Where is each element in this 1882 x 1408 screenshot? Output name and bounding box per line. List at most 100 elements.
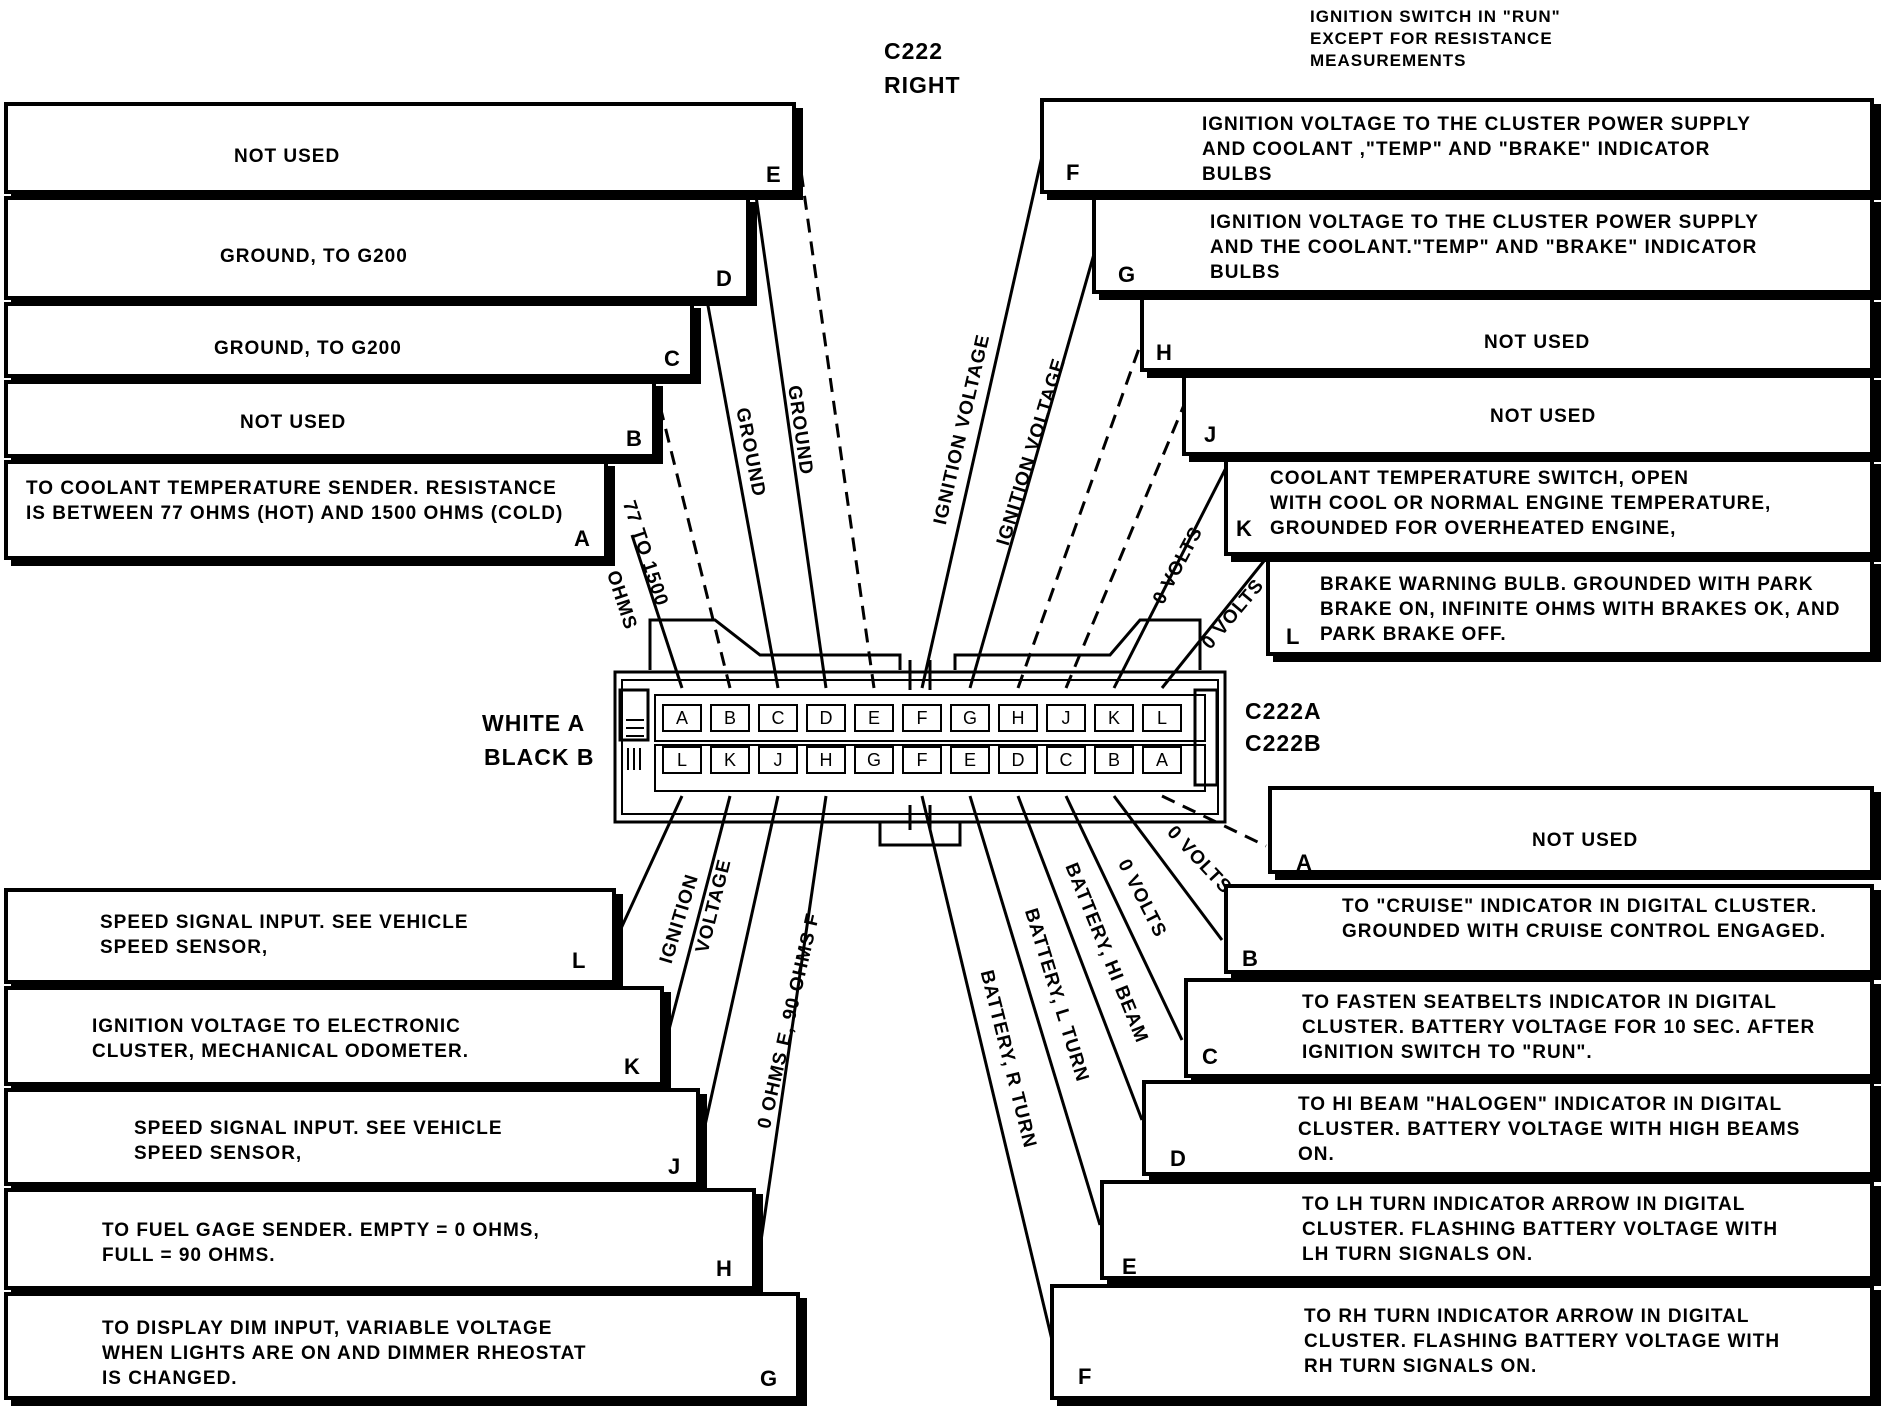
callout-a-pin-b: NOT USED B: [4, 380, 656, 458]
callout-text: BRAKE WARNING BULB. GROUNDED WITH PARK B…: [1320, 574, 1841, 645]
row-b-cavity: H: [806, 746, 846, 774]
row-b-cavity: E: [950, 746, 990, 774]
row-a-cavity: F: [902, 704, 942, 732]
pin-letter: L: [1286, 624, 1300, 649]
wires-top-dashed: [658, 163, 1186, 689]
pin-letter: K: [624, 1054, 640, 1079]
row-a-cavity: A: [662, 704, 702, 732]
row-b-cavity: D: [998, 746, 1038, 774]
wires-bottom-dashed: [1161, 794, 1267, 848]
row-b-cavity: L: [662, 746, 702, 774]
callout-a-pin-a: TO COOLANT TEMPERATURE SENDER. RESISTANC…: [4, 460, 608, 560]
row-a-cavity: B: [710, 704, 750, 732]
row-a-cavity: G: [950, 704, 990, 732]
callout-text: SPEED SIGNAL INPUT. SEE VEHICLE SPEED SE…: [100, 912, 469, 958]
pin-letter: A: [574, 526, 590, 551]
row-a-cavity: C: [758, 704, 798, 732]
row-a-cavity: J: [1046, 704, 1086, 732]
callout-b-pin-l: SPEED SIGNAL INPUT. SEE VEHICLE SPEED SE…: [4, 888, 616, 984]
connector-side: RIGHT: [884, 72, 961, 98]
note-line-1: IGNITION SWITCH IN "RUN": [1310, 7, 1561, 26]
note-line-2: EXCEPT FOR RESISTANCE: [1310, 29, 1553, 48]
pin-letter: B: [1242, 946, 1258, 971]
connector-name: C222: [884, 38, 943, 64]
pin-letter: B: [626, 426, 642, 451]
callout-a-pin-l: BRAKE WARNING BULB. GROUNDED WITH PARK B…: [1266, 558, 1874, 656]
callout-text: TO COOLANT TEMPERATURE SENDER. RESISTANC…: [26, 478, 564, 524]
connector-body: [613, 618, 1227, 847]
row-b-cavity: A: [1142, 746, 1182, 774]
pin-letter: G: [760, 1366, 778, 1391]
row-a-cavity: D: [806, 704, 846, 732]
callout-a-pin-h: NOT USED H: [1140, 296, 1874, 372]
callout-a-pin-j: NOT USED J: [1182, 374, 1874, 456]
pin-letter: J: [668, 1154, 681, 1179]
callout-b-pin-b: TO "CRUISE" INDICATOR IN DIGITAL CLUSTER…: [1224, 884, 1874, 974]
pin-letter: A: [1296, 850, 1312, 875]
callout-b-pin-d: TO HI BEAM "HALOGEN" INDICATOR IN DIGITA…: [1142, 1080, 1874, 1176]
connector-id-a: C222A: [1245, 698, 1322, 724]
pin-letter: F: [1066, 160, 1080, 185]
callout-text: IGNITION VOLTAGE TO THE CLUSTER POWER SU…: [1202, 114, 1751, 185]
callout-text: TO HI BEAM "HALOGEN" INDICATOR IN DIGITA…: [1298, 1094, 1801, 1165]
row-b-cavity: J: [758, 746, 798, 774]
callout-b-pin-c: TO FASTEN SEATBELTS INDICATOR IN DIGITAL…: [1184, 978, 1874, 1078]
callout-b-pin-k: IGNITION VOLTAGE TO ELECTRONIC CLUSTER, …: [4, 986, 664, 1086]
callout-a-pin-k: COOLANT TEMPERATURE SWITCH, OPEN WITH CO…: [1224, 458, 1874, 556]
row-a-cavity: L: [1142, 704, 1182, 732]
callout-b-pin-f: TO RH TURN INDICATOR ARROW IN DIGITAL CL…: [1050, 1284, 1874, 1400]
callout-text: NOT USED: [240, 412, 347, 433]
white-a-label: WHITE A: [482, 710, 586, 736]
note-line-3: MEASUREMENTS: [1310, 51, 1467, 70]
row-b-cavity: B: [1094, 746, 1134, 774]
pin-letter: H: [1156, 340, 1172, 365]
row-a-cavity: H: [998, 704, 1038, 732]
callout-text: TO "CRUISE" INDICATOR IN DIGITAL CLUSTER…: [1342, 896, 1827, 942]
callout-text: IGNITION VOLTAGE TO THE CLUSTER POWER SU…: [1210, 212, 1759, 283]
callout-text: GROUND, TO G200: [220, 246, 408, 267]
callout-text: COOLANT TEMPERATURE SWITCH, OPEN WITH CO…: [1270, 468, 1772, 539]
callout-a-pin-c: GROUND, TO G200 C: [4, 302, 694, 378]
callout-b-pin-g: TO DISPLAY DIM INPUT, VARIABLE VOLTAGE W…: [4, 1292, 800, 1400]
pin-letter: H: [716, 1256, 732, 1281]
callout-b-pin-j: SPEED SIGNAL INPUT. SEE VEHICLE SPEED SE…: [4, 1088, 700, 1186]
pin-letter: J: [1204, 422, 1217, 447]
pin-letter: C: [664, 346, 680, 371]
row-a-cavity: E: [854, 704, 894, 732]
callout-text: TO FUEL GAGE SENDER. EMPTY = 0 OHMS, FUL…: [102, 1220, 540, 1266]
callout-text: TO DISPLAY DIM INPUT, VARIABLE VOLTAGE W…: [102, 1318, 587, 1389]
callout-text: TO RH TURN INDICATOR ARROW IN DIGITAL CL…: [1304, 1306, 1781, 1377]
pin-letter: D: [1170, 1146, 1186, 1171]
pin-letter: C: [1202, 1044, 1218, 1069]
callout-text: SPEED SIGNAL INPUT. SEE VEHICLE SPEED SE…: [134, 1118, 503, 1164]
pin-letter: E: [766, 162, 781, 187]
callout-text: NOT USED: [1484, 332, 1591, 353]
pin-letter: E: [1122, 1254, 1137, 1279]
wires-top-solid: [630, 151, 1270, 689]
callout-b-pin-e: TO LH TURN INDICATOR ARROW IN DIGITAL CL…: [1100, 1180, 1874, 1280]
pin-letter: F: [1078, 1364, 1092, 1389]
pin-letter: L: [572, 948, 586, 973]
row-a-cavity: K: [1094, 704, 1134, 732]
callout-text: TO LH TURN INDICATOR ARROW IN DIGITAL CL…: [1302, 1194, 1779, 1265]
callout-text: NOT USED: [234, 146, 341, 167]
callout-a-pin-f: IGNITION VOLTAGE TO THE CLUSTER POWER SU…: [1040, 98, 1874, 194]
callout-a-pin-g: IGNITION VOLTAGE TO THE CLUSTER POWER SU…: [1092, 196, 1874, 294]
callout-text: GROUND, TO G200: [214, 338, 402, 359]
connector-stripes: [626, 719, 644, 770]
row-b-cavity: K: [710, 746, 750, 774]
pin-letter: K: [1236, 516, 1252, 541]
row-b-cavity: F: [902, 746, 942, 774]
pin-letter: G: [1118, 262, 1136, 287]
callout-text: TO FASTEN SEATBELTS INDICATOR IN DIGITAL…: [1302, 992, 1816, 1063]
row-b-cavity: C: [1046, 746, 1086, 774]
black-b-label: BLACK B: [484, 744, 595, 770]
callout-text: IGNITION VOLTAGE TO ELECTRONIC CLUSTER, …: [92, 1016, 469, 1062]
callout-b-pin-h: TO FUEL GAGE SENDER. EMPTY = 0 OHMS, FUL…: [4, 1188, 756, 1290]
wires-bottom-solid: [616, 795, 1224, 1341]
callout-a-pin-d: GROUND, TO G200 D: [4, 196, 750, 300]
pin-letter: D: [716, 266, 732, 291]
row-b-cavity: G: [854, 746, 894, 774]
callout-b-pin-a: NOT USED A: [1268, 786, 1874, 875]
callout-text: NOT USED: [1532, 830, 1639, 851]
